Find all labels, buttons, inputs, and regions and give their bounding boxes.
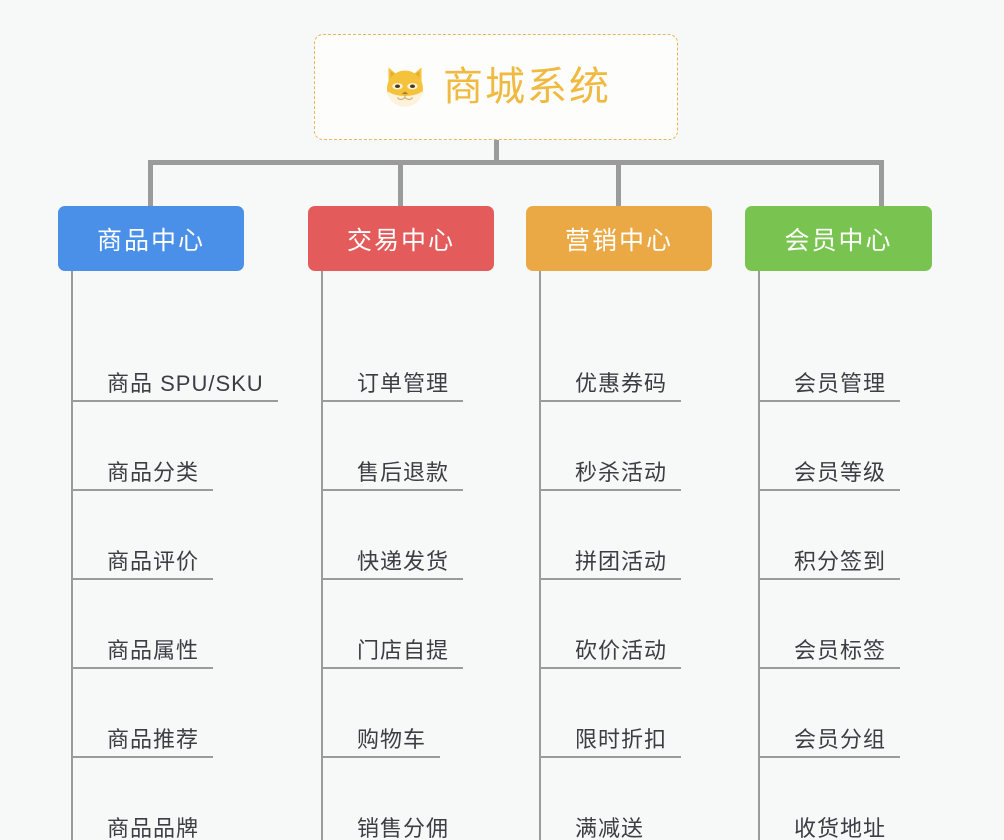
category-label: 营销中心 — [564, 226, 673, 255]
branch-member-center: 会员中心 会员管理 会员等级 积分签到 会员标签 会员分组 — [745, 206, 1004, 840]
leaf-underline — [323, 756, 440, 758]
leaf-item[interactable]: 积分签到 — [760, 491, 1004, 580]
leaf-label: 砍价活动 — [575, 637, 668, 663]
leaf-label: 快递发货 — [357, 548, 450, 574]
leaf-item[interactable]: 商品 SPU/SKU — [73, 313, 358, 402]
leaf-item[interactable]: 商品属性 — [73, 580, 358, 669]
shiba-dog-face-icon — [387, 67, 423, 107]
leaf-item[interactable]: 销售分佣 — [323, 758, 608, 840]
leaf-label: 购物车 — [357, 726, 427, 752]
leaf-label: 会员管理 — [794, 370, 887, 396]
leaf-label: 商品属性 — [107, 637, 200, 663]
connector-drop-4 — [879, 160, 884, 207]
leaf-item[interactable]: 售后退款 — [323, 402, 608, 491]
connector-horizontal-bus — [148, 160, 884, 165]
leaf-label: 门店自提 — [357, 637, 450, 663]
leaf-underline — [760, 400, 900, 402]
leaf-label: 拼团活动 — [575, 548, 668, 574]
category-header-product-center[interactable]: 商品中心 — [58, 206, 244, 271]
leaf-label: 商品分类 — [107, 459, 200, 485]
leaf-underline — [73, 578, 213, 580]
leaf-underline — [323, 489, 463, 491]
leaf-item[interactable]: 快递发货 — [323, 491, 608, 580]
leaf-item[interactable]: 商品推荐 — [73, 669, 358, 758]
category-header-member-center[interactable]: 会员中心 — [745, 206, 932, 271]
leaf-label: 限时折扣 — [575, 726, 668, 752]
leaf-underline — [760, 489, 900, 491]
leaf-list-marketing-center: 优惠券码 秒杀活动 拼团活动 砍价活动 限时折扣 满减送 — [539, 271, 826, 840]
leaf-item[interactable]: 收货地址 — [760, 758, 1004, 840]
leaf-label: 销售分佣 — [357, 815, 450, 840]
root-node[interactable]: 商城系统 — [314, 34, 678, 140]
leaf-item[interactable]: 购物车 — [323, 669, 608, 758]
leaf-list-member-center: 会员管理 会员等级 积分签到 会员标签 会员分组 收货地址 — [758, 271, 1004, 840]
leaf-label: 优惠券码 — [575, 370, 668, 396]
leaf-label: 会员分组 — [794, 726, 887, 752]
leaf-underline — [323, 667, 463, 669]
leaf-underline — [541, 578, 681, 580]
leaf-underline — [760, 667, 900, 669]
leaf-underline — [760, 578, 900, 580]
branch-marketing-center: 营销中心 优惠券码 秒杀活动 拼团活动 砍价活动 限时折扣 — [526, 206, 826, 840]
category-header-marketing-center[interactable]: 营销中心 — [526, 206, 712, 271]
leaf-item[interactable]: 拼团活动 — [541, 491, 826, 580]
leaf-item[interactable]: 商品评价 — [73, 491, 358, 580]
leaf-item[interactable]: 商品分类 — [73, 402, 358, 491]
leaf-label: 积分签到 — [794, 548, 887, 574]
category-label: 商品中心 — [96, 226, 205, 255]
leaf-underline — [73, 667, 213, 669]
branch-trade-center: 交易中心 订单管理 售后退款 快递发货 门店自提 购物车 — [308, 206, 608, 840]
leaf-item[interactable]: 商品品牌 — [73, 758, 358, 840]
leaf-item[interactable]: 满减送 — [541, 758, 826, 840]
leaf-underline — [541, 667, 681, 669]
leaf-item[interactable]: 门店自提 — [323, 580, 608, 669]
leaf-label: 商品评价 — [107, 548, 200, 574]
leaf-item[interactable]: 会员等级 — [760, 402, 1004, 491]
leaf-label: 会员标签 — [794, 637, 887, 663]
connector-drop-1 — [148, 160, 153, 207]
leaf-underline — [323, 578, 463, 580]
leaf-underline — [541, 489, 681, 491]
leaf-underline — [73, 400, 278, 402]
leaf-item[interactable]: 砍价活动 — [541, 580, 826, 669]
leaf-item[interactable]: 会员管理 — [760, 313, 1004, 402]
leaf-list-product-center: 商品 SPU/SKU 商品分类 商品评价 商品属性 商品推荐 商品品牌 — [71, 271, 358, 840]
leaf-underline — [541, 756, 681, 758]
category-header-trade-center[interactable]: 交易中心 — [308, 206, 494, 271]
leaf-underline — [760, 756, 900, 758]
connector-drop-2 — [398, 160, 403, 207]
leaf-item[interactable]: 订单管理 — [323, 313, 608, 402]
leaf-item[interactable]: 优惠券码 — [541, 313, 826, 402]
branch-product-center: 商品中心 商品 SPU/SKU 商品分类 商品评价 商品属性 商品推荐 — [58, 206, 358, 840]
leaf-label: 订单管理 — [357, 370, 450, 396]
connector-root-stem — [494, 140, 499, 164]
leaf-label: 商品品牌 — [107, 815, 200, 840]
leaf-label: 会员等级 — [794, 459, 887, 485]
leaf-underline — [73, 489, 213, 491]
leaf-label: 商品 SPU/SKU — [107, 370, 264, 396]
leaf-underline — [73, 756, 213, 758]
category-label: 会员中心 — [784, 226, 893, 255]
leaf-underline — [323, 400, 463, 402]
category-label: 交易中心 — [346, 226, 455, 255]
root-title: 商城系统 — [443, 65, 611, 109]
leaf-label: 秒杀活动 — [575, 459, 668, 485]
leaf-underline — [541, 400, 681, 402]
leaf-item[interactable]: 限时折扣 — [541, 669, 826, 758]
connector-drop-3 — [616, 160, 621, 207]
leaf-item[interactable]: 会员标签 — [760, 580, 1004, 669]
leaf-label: 收货地址 — [794, 815, 887, 840]
leaf-item[interactable]: 会员分组 — [760, 669, 1004, 758]
leaf-label: 售后退款 — [357, 459, 450, 485]
leaf-list-trade-center: 订单管理 售后退款 快递发货 门店自提 购物车 销售分佣 — [321, 271, 608, 840]
leaf-label: 满减送 — [575, 815, 645, 840]
leaf-item[interactable]: 秒杀活动 — [541, 402, 826, 491]
leaf-label: 商品推荐 — [107, 726, 200, 752]
